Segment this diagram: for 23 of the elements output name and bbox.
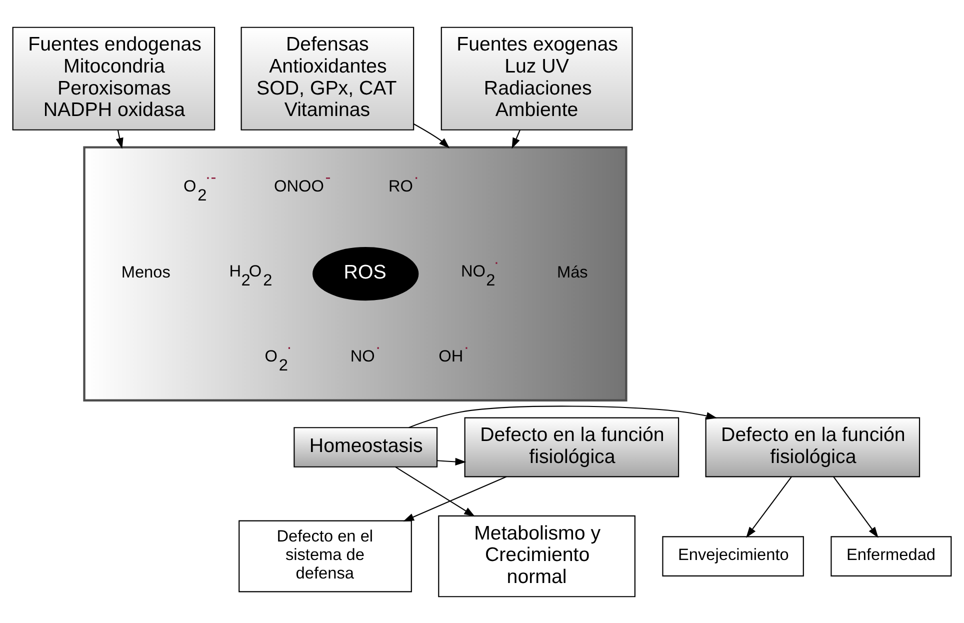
node-box: Defensas Antioxidantes SOD, GPx, CAT Vitaminas <box>240 26 414 130</box>
node-box: Defecto en el sistema de defensa <box>238 520 412 592</box>
label: Más <box>556 263 588 282</box>
arrow <box>512 129 520 148</box>
node-box: Homeostasis <box>294 426 438 467</box>
node-box: Fuentes endogenas Mitocondria Peroxisomas NADPH oxidasa <box>12 26 216 130</box>
node-box: Defecto en la función fisiológica <box>464 416 680 477</box>
arrow <box>408 405 718 428</box>
arrow <box>403 476 507 521</box>
arrow <box>414 123 450 148</box>
cluster <box>83 146 628 401</box>
label: Menos <box>121 263 170 282</box>
node-box: Metabolismo y Crecimiento normal <box>438 514 636 597</box>
node-box: Fuentes exogenas Luz UV Radiaciones Ambiente <box>440 26 633 130</box>
arrow <box>437 457 466 466</box>
arrow <box>395 466 476 516</box>
node-ellipse: ROS <box>312 246 419 300</box>
node-box: Enfermedad <box>830 536 952 576</box>
node-box: Envejecimiento <box>662 536 804 576</box>
arrow <box>833 476 878 538</box>
node-box: Defecto en la función fisiológica <box>705 416 920 477</box>
arrow <box>116 129 124 148</box>
arrow <box>746 476 792 538</box>
